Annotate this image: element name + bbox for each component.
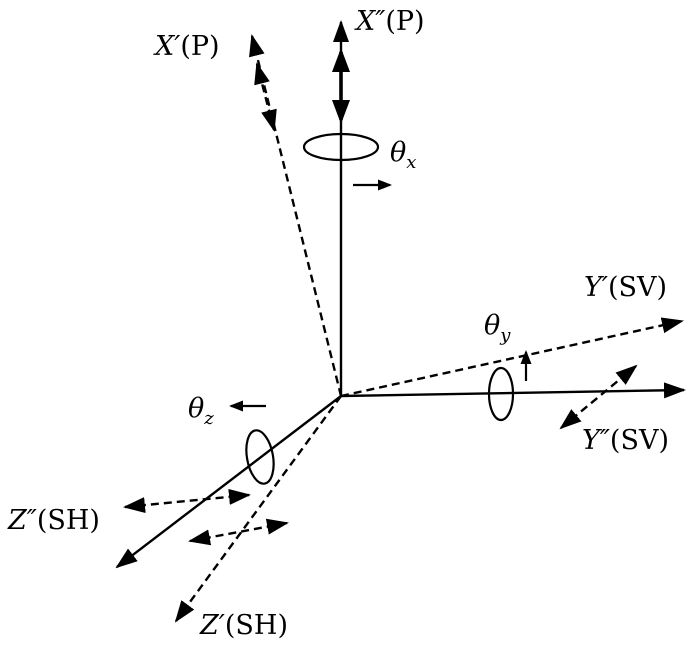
rotation-theta-y: θy (484, 310, 532, 422)
x-prime-axis-line (249, 34, 343, 397)
theta-z-rotation-ellipse (245, 429, 275, 485)
z-double-prime-axis-line (115, 395, 342, 569)
rotation-theta-z: θz (188, 393, 275, 485)
z-prime-axis-label: Z′(SH) (199, 610, 288, 641)
axis-y-prime: Y′(SV) (340, 272, 684, 398)
sv-wave-motion-arrow (559, 364, 638, 430)
sh-wave-motion-arrow-upper (123, 488, 251, 514)
sh-wave-motion-arrow-lower (188, 518, 289, 546)
theta-y-rotation-ellipse (487, 366, 515, 422)
axis-y-double-prime: Y″(SV) (340, 364, 686, 456)
axis-x-prime: X′(P) (153, 31, 343, 397)
axis-z-double-prime: Z″(SH) (7, 395, 342, 569)
rotation-theta-x: θx (302, 132, 416, 191)
y-prime-axis-line (340, 317, 684, 398)
theta-y-label: θy (484, 310, 511, 346)
x-double-prime-axis-label: X″(P) (354, 6, 425, 37)
z-double-prime-axis-label: Z″(SH) (7, 505, 100, 536)
theta-x-label: θx (390, 137, 416, 173)
axis-x-double-prime: X″(P) (332, 6, 425, 396)
theta-x-rotation-ellipse (302, 132, 380, 162)
y-double-prime-axis-label: Y″(SV) (582, 425, 669, 456)
theta-z-label: θz (188, 393, 214, 429)
p-wave-motion-arrow-x-prime (254, 62, 277, 132)
y-prime-axis-label: Y′(SV) (584, 272, 667, 303)
x-prime-axis-label: X′(P) (153, 31, 220, 62)
sh-wave-motion-arrows (123, 488, 289, 546)
axis-z-prime: Z′(SH) (174, 395, 342, 641)
z-prime-axis-line (174, 395, 342, 623)
